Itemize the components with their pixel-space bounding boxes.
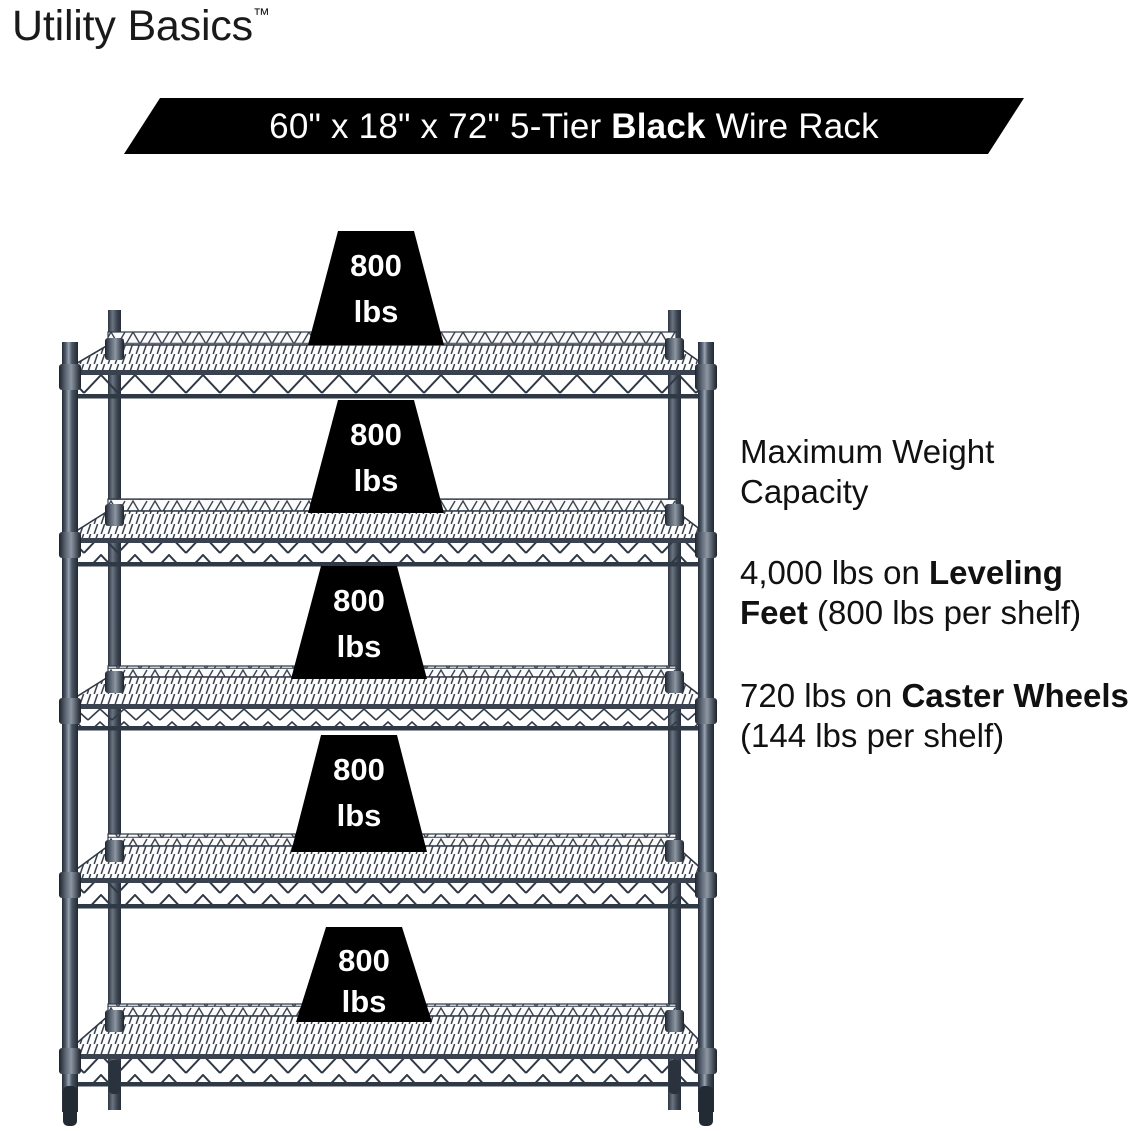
- spec-heading: Maximum Weight Capacity: [740, 433, 995, 510]
- capacity-badge-1: 800 lbs: [308, 231, 444, 345]
- badge-value-2: 800: [350, 417, 402, 452]
- leveling-feet: [63, 1060, 713, 1126]
- product-title-banner: 60" x 18" x 72" 5-Tier Black Wire Rack: [124, 98, 1024, 154]
- capacity-badge-2: 800 lbs: [308, 400, 444, 513]
- trademark-symbol: ™: [252, 5, 270, 24]
- badge-unit-2: lbs: [354, 463, 399, 498]
- badge-value-5: 800: [338, 943, 390, 978]
- brand-name: Utility Basics: [12, 2, 253, 50]
- post-collars: [59, 338, 717, 1074]
- spec-caster-tail: (144 lbs per shelf): [740, 716, 1005, 754]
- spec-leveling-bold: Leveling Feet: [740, 554, 1063, 632]
- badge-unit-4: lbs: [337, 798, 382, 833]
- capacity-badge-5: 800 lbs: [296, 927, 432, 1022]
- wire-rack-illustration: 800 lbs 800 lbs 800 lbs 800 lbs 800 lbs: [16, 214, 736, 1131]
- spec-caster-bold: Caster Wheels: [901, 676, 1129, 714]
- banner-text-bold: Black: [611, 106, 706, 146]
- specifications-panel: Maximum Weight Capacity 4,000 lbs on Lev…: [740, 432, 1130, 756]
- spec-leveling-lead: 4,000 lbs on: [740, 554, 929, 592]
- badge-value-1: 800: [350, 248, 402, 283]
- brand-title: Utility Basics™: [12, 2, 270, 51]
- badge-unit-3: lbs: [337, 629, 382, 664]
- badge-value-4: 800: [333, 752, 385, 787]
- badge-unit-5: lbs: [342, 984, 387, 1019]
- spec-leveling-tail: (800 lbs per shelf): [807, 594, 1082, 632]
- spec-caster-lead: 720 lbs on: [740, 676, 902, 714]
- wire-rack-drawing: 800 lbs 800 lbs 800 lbs 800 lbs 800 lbs: [59, 231, 717, 1126]
- spec-item-leveling-feet: 4,000 lbs on Leveling Feet (800 lbs per …: [740, 553, 1130, 634]
- banner-text-tail: Wire Rack: [705, 106, 879, 146]
- banner-text-lead: 60" x 18" x 72" 5-Tier: [269, 106, 612, 146]
- shelf-tier-1: [59, 331, 717, 399]
- capacity-badge-4: 800 lbs: [291, 735, 427, 852]
- product-title-text: 60" x 18" x 72" 5-Tier Black Wire Rack: [269, 109, 879, 144]
- shelf-tier-3: [59, 665, 717, 731]
- spec-item-caster-wheels: 720 lbs on Caster Wheels (144 lbs per sh…: [740, 676, 1130, 757]
- badge-unit-1: lbs: [354, 294, 399, 329]
- badge-value-3: 800: [333, 583, 385, 618]
- capacity-badge-3: 800 lbs: [291, 566, 427, 679]
